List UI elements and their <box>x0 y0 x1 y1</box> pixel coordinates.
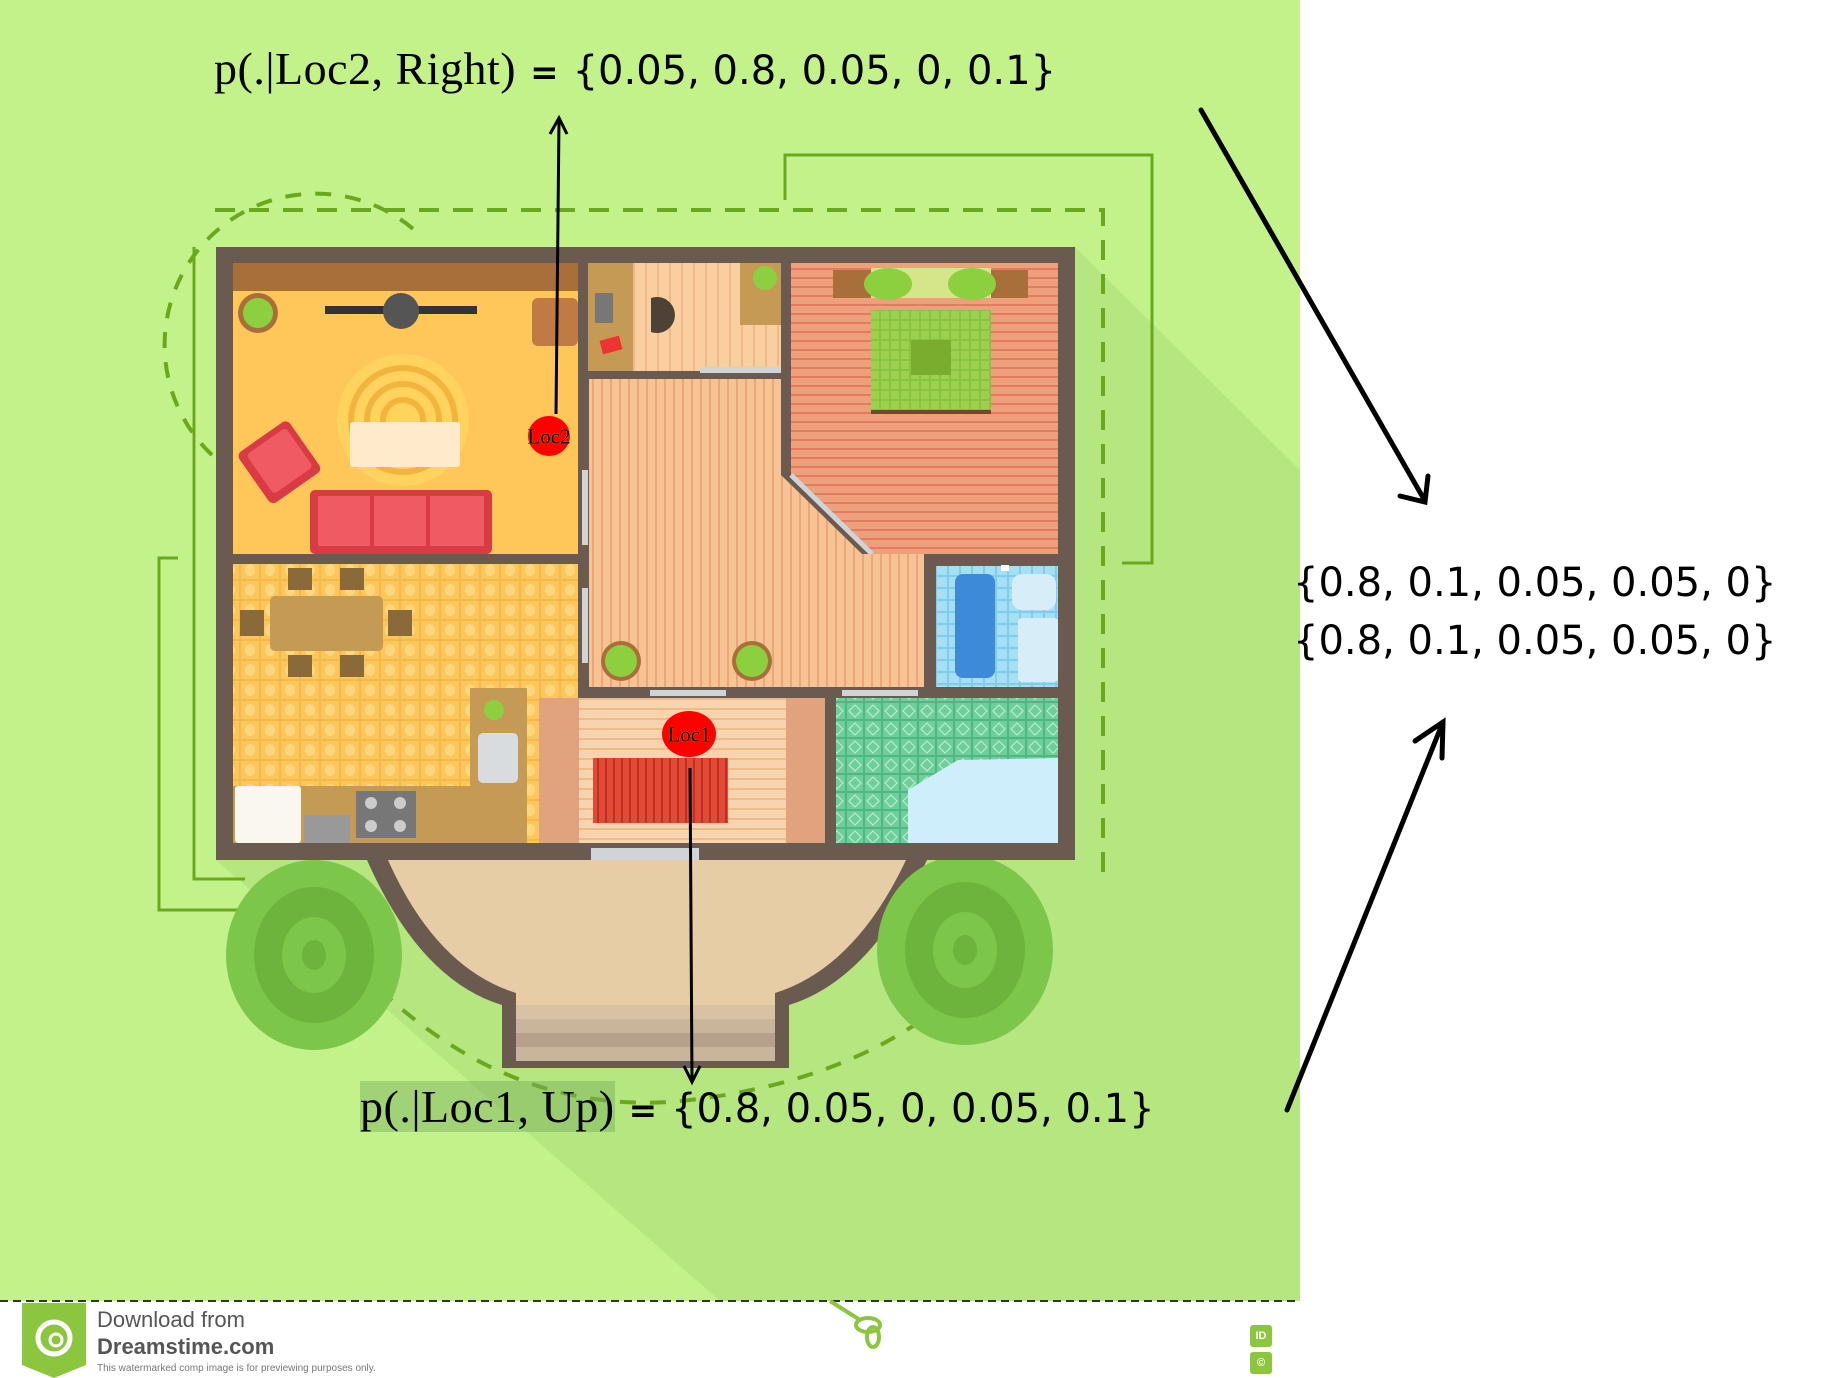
formula-bottom-equals: = <box>628 1091 658 1131</box>
guide-bracket-left-inner <box>192 247 245 881</box>
laundry-room <box>836 690 1058 843</box>
dashed-arc <box>162 191 422 457</box>
loc2-marker <box>528 416 570 456</box>
living-room <box>233 263 578 554</box>
id-badge-icon[interactable]: ID <box>1250 1325 1272 1347</box>
copyright-badge-icon[interactable]: © <box>1250 1352 1272 1374</box>
house-shadow <box>216 247 1300 1301</box>
result-distribution-1: {0.8, 0.1, 0.05, 0.05, 0} <box>1293 560 1777 606</box>
loc1-marker <box>662 711 716 757</box>
arrow-loc2-up <box>548 114 569 415</box>
arrow-bottom-to-right <box>1284 717 1446 1113</box>
bathroom <box>936 565 1058 687</box>
formula-bottom-values: {0.8, 0.05, 0, 0.05, 0.1} <box>671 1086 1155 1132</box>
result-distribution-2: {0.8, 0.1, 0.05, 0.05, 0} <box>1293 618 1777 664</box>
footer-note-text: This watermarked comp image is for previ… <box>97 1363 376 1374</box>
transition-formula-loc1-up: p(.|Loc1, Up) = {0.8, 0.05, 0, 0.05, 0.1} <box>360 1080 1155 1133</box>
arrow-top-to-right <box>1198 107 1431 506</box>
footer-download-text: Download from <box>97 1307 245 1332</box>
dining-kitchen <box>233 564 578 843</box>
dreamstime-logo-icon <box>22 1303 86 1378</box>
scissors-icon <box>828 1299 882 1349</box>
dashed-boundary <box>215 208 1105 880</box>
bush-right-icon <box>877 855 1053 1045</box>
footer-brand-link[interactable]: Dreamstime.com <box>97 1334 275 1359</box>
loc2-label: Loc2 <box>527 424 571 449</box>
entry-room <box>539 690 825 860</box>
transition-formula-loc2-right: p(.|Loc2, Right) = {0.05, 0.8, 0.05, 0, 0.… <box>214 42 1056 95</box>
dashed-arc-bottom <box>378 988 962 1105</box>
watermark-footer: Download from Dreamstime.com This waterm… <box>0 1301 1300 1378</box>
formula-bottom-prefix: p(.|Loc1, Up) <box>360 1081 615 1132</box>
bush-left-icon <box>226 860 402 1050</box>
formula-top-values: {0.05, 0.8, 0.05, 0, 0.1} <box>572 48 1057 94</box>
guide-bracket-left-outer <box>157 556 240 912</box>
arrow-loc1-down <box>682 767 702 1086</box>
formula-top-equals: = <box>530 53 559 93</box>
hallway <box>582 379 924 687</box>
bedroom <box>789 263 1058 556</box>
formula-top-prefix: p(.|Loc2, Right) <box>214 43 517 94</box>
guide-bracket-right <box>783 153 1154 565</box>
office-room <box>588 263 781 373</box>
loc1-label: Loc1 <box>667 722 711 747</box>
